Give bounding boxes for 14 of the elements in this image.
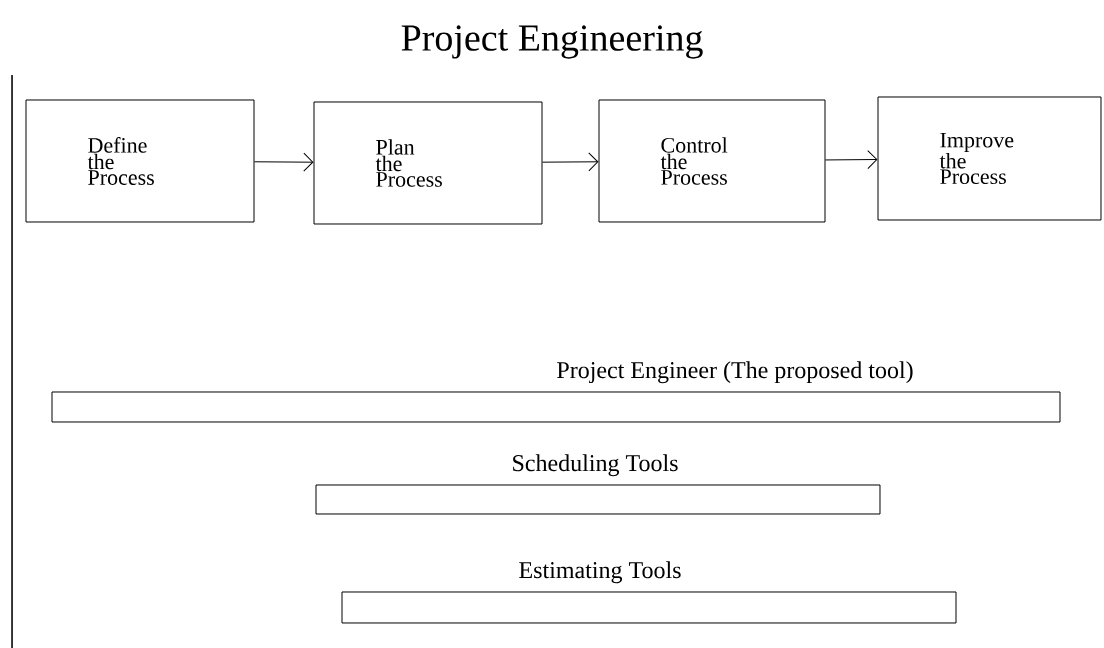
process-box: Control the Process (598, 99, 826, 223)
process-box: Plan the Process (313, 101, 543, 225)
tool-bar: Estimating Tools (341, 561, 957, 624)
node-label: Scheduling Tools (513, 454, 678, 477)
arrow (825, 150, 878, 170)
process-box: Improve the Process (877, 96, 1102, 221)
arrow (542, 152, 599, 172)
node-label: Project Engineer (The proposed tool) (557, 361, 913, 384)
title: Project Engineering (401, 25, 703, 59)
node-label: Estimating Tools (519, 561, 681, 584)
arrow (254, 152, 314, 172)
process-box: Define the Process (25, 99, 255, 223)
tool-bar: Scheduling Tools (315, 454, 881, 515)
tool-bar: Project Engineer (The proposed tool) (51, 361, 1061, 423)
